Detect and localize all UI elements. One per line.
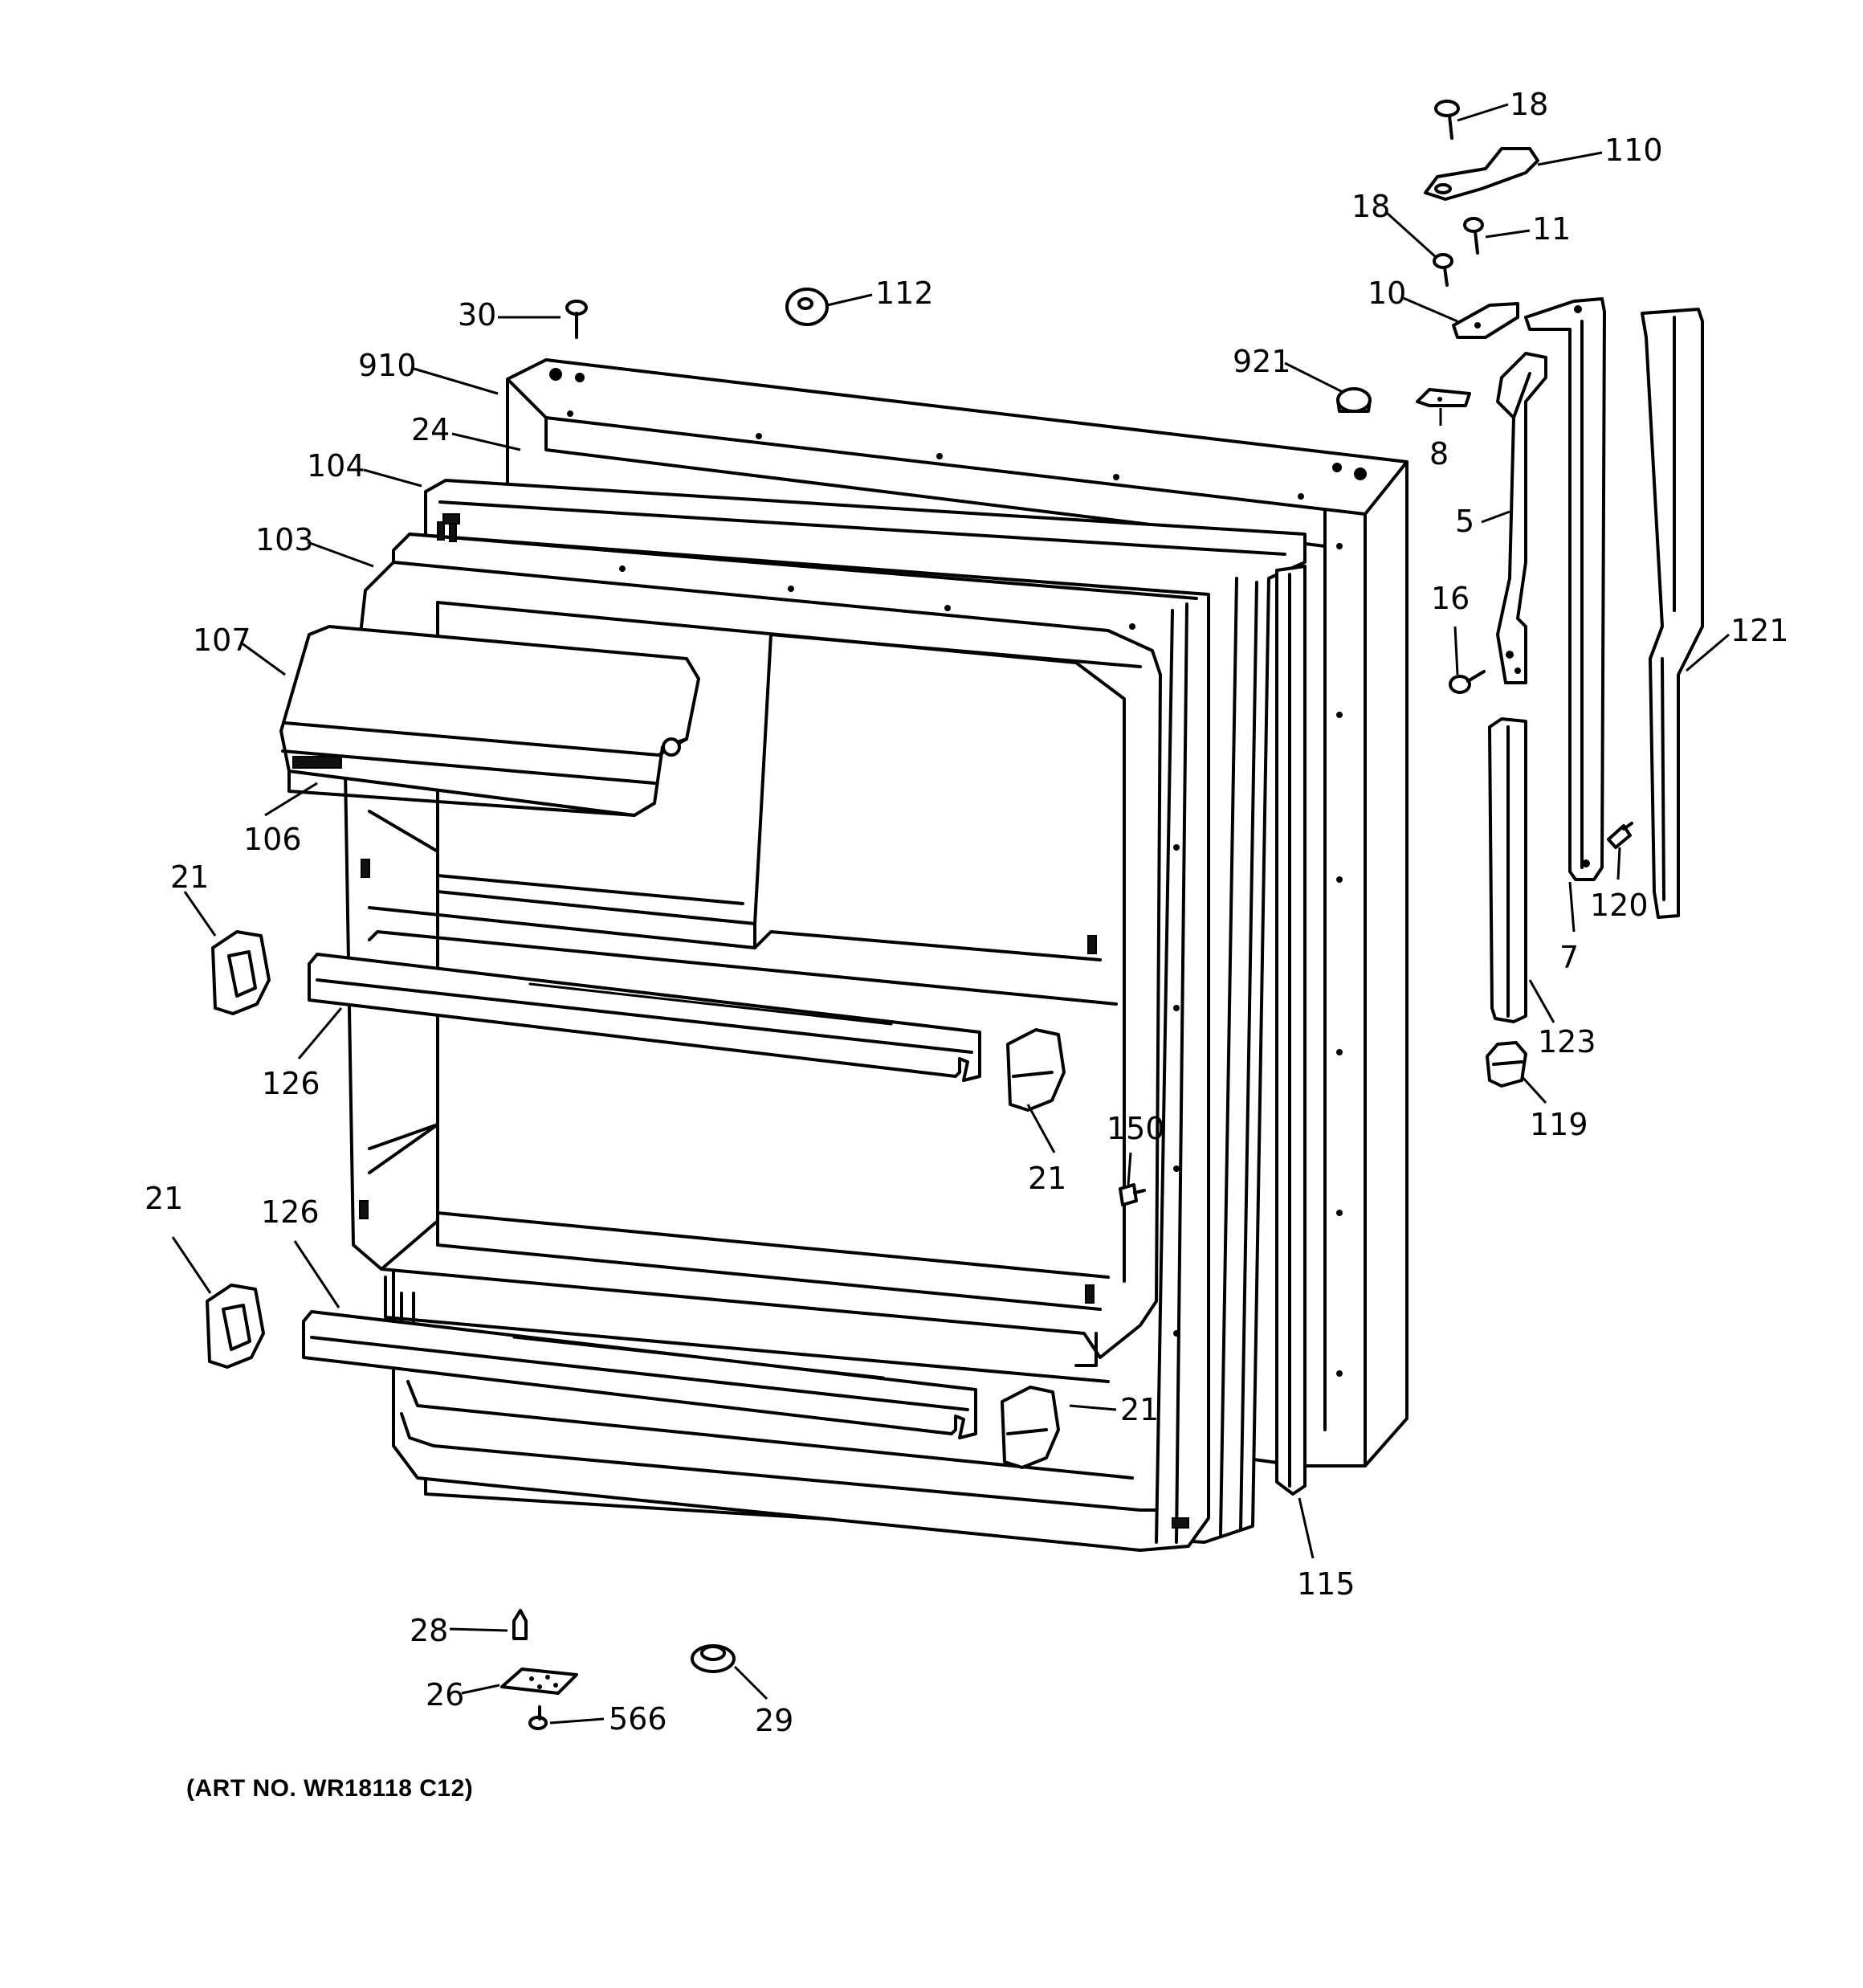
- shelf-end-cap-right-top: [1006, 1028, 1066, 1112]
- callout-21-mid: 21: [1028, 1161, 1066, 1196]
- callout-26: 26: [426, 1677, 464, 1712]
- callout-150: 150: [1107, 1111, 1165, 1146]
- callout-123: 123: [1538, 1024, 1596, 1059]
- handle-spacer-123: [1488, 717, 1527, 1023]
- callout-126-top: 126: [262, 1066, 320, 1101]
- art-number-note: (ART NO. WR18118 C12): [186, 1775, 474, 1802]
- callout-10: 10: [1368, 276, 1406, 311]
- callout-112: 112: [875, 276, 934, 311]
- callout-921: 921: [1233, 344, 1291, 379]
- callout-115: 115: [1297, 1566, 1355, 1602]
- callout-104: 104: [307, 448, 365, 484]
- callout-119: 119: [1530, 1107, 1588, 1142]
- screw-30: [565, 300, 588, 339]
- shelf-end-cap-left-bottom: [206, 1284, 265, 1369]
- pin-28: [512, 1609, 528, 1640]
- plug-921: [1336, 387, 1372, 413]
- callout-120: 120: [1590, 888, 1649, 923]
- callout-5: 5: [1455, 504, 1474, 539]
- leader-lines: [171, 103, 1730, 1725]
- callout-910: 910: [358, 348, 417, 383]
- hinge-bracket-10: [1452, 302, 1519, 339]
- callout-106: 106: [243, 822, 302, 857]
- plate-26: [500, 1668, 578, 1695]
- shelf-bar-lower: [302, 1310, 977, 1439]
- shelf-end-cap-right-bottom: [1001, 1386, 1060, 1469]
- callout-21-right-bottom: 21: [1120, 1392, 1159, 1427]
- shelf-bar-upper: [308, 953, 981, 1082]
- callout-107: 107: [193, 623, 251, 658]
- screw-11: [1463, 217, 1484, 255]
- callout-21-left-bottom: 21: [145, 1181, 183, 1216]
- screw-16: [1449, 670, 1486, 694]
- bracket-8: [1416, 388, 1471, 407]
- callout-28: 28: [410, 1613, 448, 1648]
- gasket-seal-strip: [1275, 565, 1307, 1496]
- grommet-29: [691, 1644, 736, 1673]
- callout-103: 103: [255, 522, 314, 557]
- callout-121: 121: [1731, 613, 1789, 648]
- callout-7: 7: [1559, 940, 1579, 975]
- callout-126-bottom: 126: [261, 1194, 320, 1230]
- shelf-end-cap-left-top: [211, 930, 271, 1015]
- callout-16: 16: [1431, 581, 1470, 616]
- pin-120: [1607, 822, 1633, 849]
- callout-566: 566: [609, 1701, 667, 1737]
- callout-110: 110: [1604, 133, 1663, 168]
- handle-trim-7: [1524, 297, 1606, 881]
- callout-11: 11: [1532, 211, 1571, 247]
- end-cap-119: [1486, 1041, 1527, 1088]
- callout-8: 8: [1429, 436, 1449, 471]
- plug-112: [785, 288, 829, 326]
- callout-30: 30: [458, 297, 496, 333]
- callout-29: 29: [755, 1703, 793, 1738]
- screw-18-mid: [1433, 253, 1453, 287]
- handle-cap-110: [1424, 147, 1539, 201]
- handle-5: [1496, 352, 1547, 684]
- dairy-compartment-door: [279, 625, 700, 817]
- handle-insert-121: [1641, 308, 1704, 919]
- screw-18-top: [1434, 100, 1460, 140]
- callout-24: 24: [411, 412, 450, 447]
- callout-21-left-top: 21: [170, 859, 209, 895]
- screw-150: [1119, 1183, 1146, 1206]
- door-shelf-ribs: [368, 633, 1142, 1383]
- screw-566: [528, 1705, 548, 1730]
- callout-labels: 18 110 18 11 10 30 112 910 921 8 24 104 …: [145, 87, 1789, 1738]
- callout-18-mid: 18: [1351, 189, 1390, 224]
- callout-18-top: 18: [1510, 87, 1548, 122]
